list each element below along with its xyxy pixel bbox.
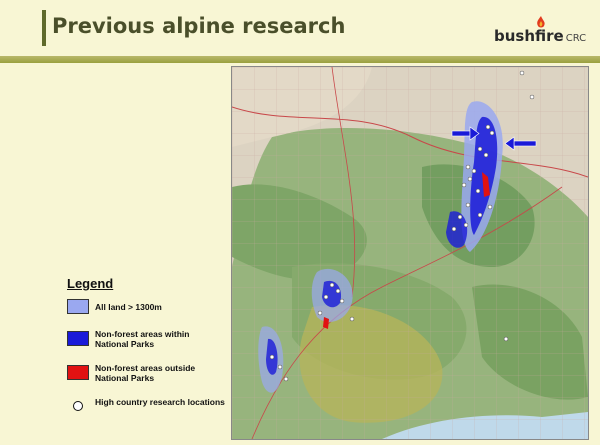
- header-band: [0, 56, 600, 63]
- arrow-left-icon: [504, 136, 537, 151]
- legend-label: All land > 1300m: [95, 302, 162, 312]
- legend-title: Legend: [67, 276, 114, 291]
- logo-crc: CRC: [565, 33, 587, 44]
- legend-item-nonforest-outside-np: Non-forest areas outside National Parks: [67, 363, 237, 397]
- legend-swatch-light-blue: [67, 299, 89, 314]
- legend-item-research-locations: High country research locations: [67, 397, 237, 427]
- map-legend: Legend All land > 1300m Non-forest areas…: [67, 276, 237, 427]
- legend-label: Non-forest areas within National Parks: [95, 329, 190, 349]
- legend-label: High country research locations: [95, 397, 225, 407]
- legend-swatch-red: [67, 365, 89, 380]
- topographic-map: [231, 66, 589, 440]
- slide-title: Previous alpine research: [52, 14, 346, 38]
- logo-bushfire: bushfire: [494, 27, 564, 45]
- legend-item-nonforest-within-np: Non-forest areas within National Parks: [67, 329, 237, 363]
- circle-icon: [73, 401, 83, 411]
- legend-swatch-blue: [67, 331, 89, 346]
- map-canvas: [232, 67, 588, 439]
- flame-icon: [537, 16, 545, 28]
- legend-item-land-1300m: All land > 1300m: [67, 299, 237, 329]
- arrow-right-icon: [451, 126, 480, 141]
- title-accent-bar: [42, 10, 46, 46]
- legend-label: Non-forest areas outside National Parks: [95, 363, 196, 383]
